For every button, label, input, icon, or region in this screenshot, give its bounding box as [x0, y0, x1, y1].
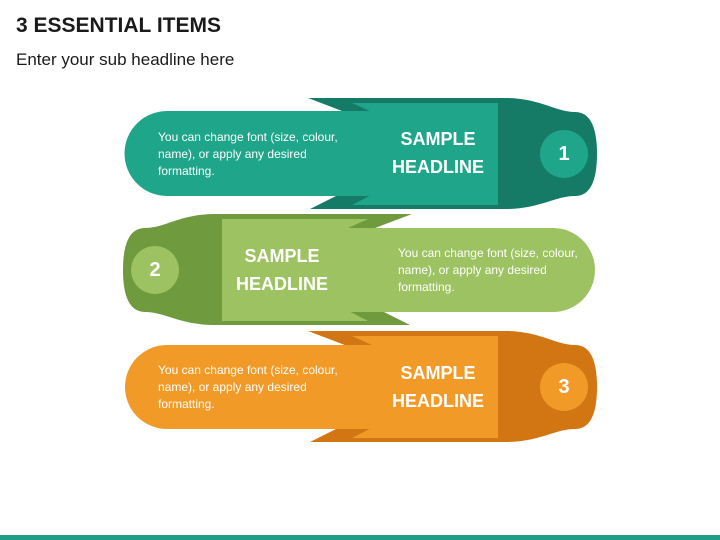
- item-3-tab-front: [352, 336, 498, 438]
- item-3-circle: [540, 363, 588, 411]
- bottom-accent-bar: [0, 535, 720, 540]
- item-1-tab-front: [352, 103, 498, 205]
- item-1-headline: SAMPLE HEADLINE: [391, 129, 484, 177]
- item-2-number: 2: [149, 259, 161, 281]
- item-3-headline: SAMPLE HEADLINE: [391, 363, 484, 411]
- item-2-circle: [131, 246, 179, 294]
- item-1-number: 1: [558, 143, 570, 165]
- item-3-body: You can change font (size, colour, name)…: [158, 363, 338, 411]
- page-subtitle: Enter your sub headline here: [16, 50, 235, 69]
- item-1-circle: [540, 130, 588, 178]
- item-2-tab-front: [222, 219, 368, 321]
- item-2-body: You can change font (size, colour, name)…: [398, 246, 578, 294]
- item-3-shape: [125, 331, 597, 442]
- item-1-body: You can change font (size, colour, name)…: [158, 130, 338, 178]
- item-3-number: 3: [558, 376, 570, 398]
- item-1-shape: [124, 98, 597, 209]
- item-2-shape: [123, 214, 595, 325]
- item-2-headline: SAMPLE HEADLINE: [235, 246, 328, 294]
- page-title: 3 ESSENTIAL ITEMS: [16, 14, 221, 37]
